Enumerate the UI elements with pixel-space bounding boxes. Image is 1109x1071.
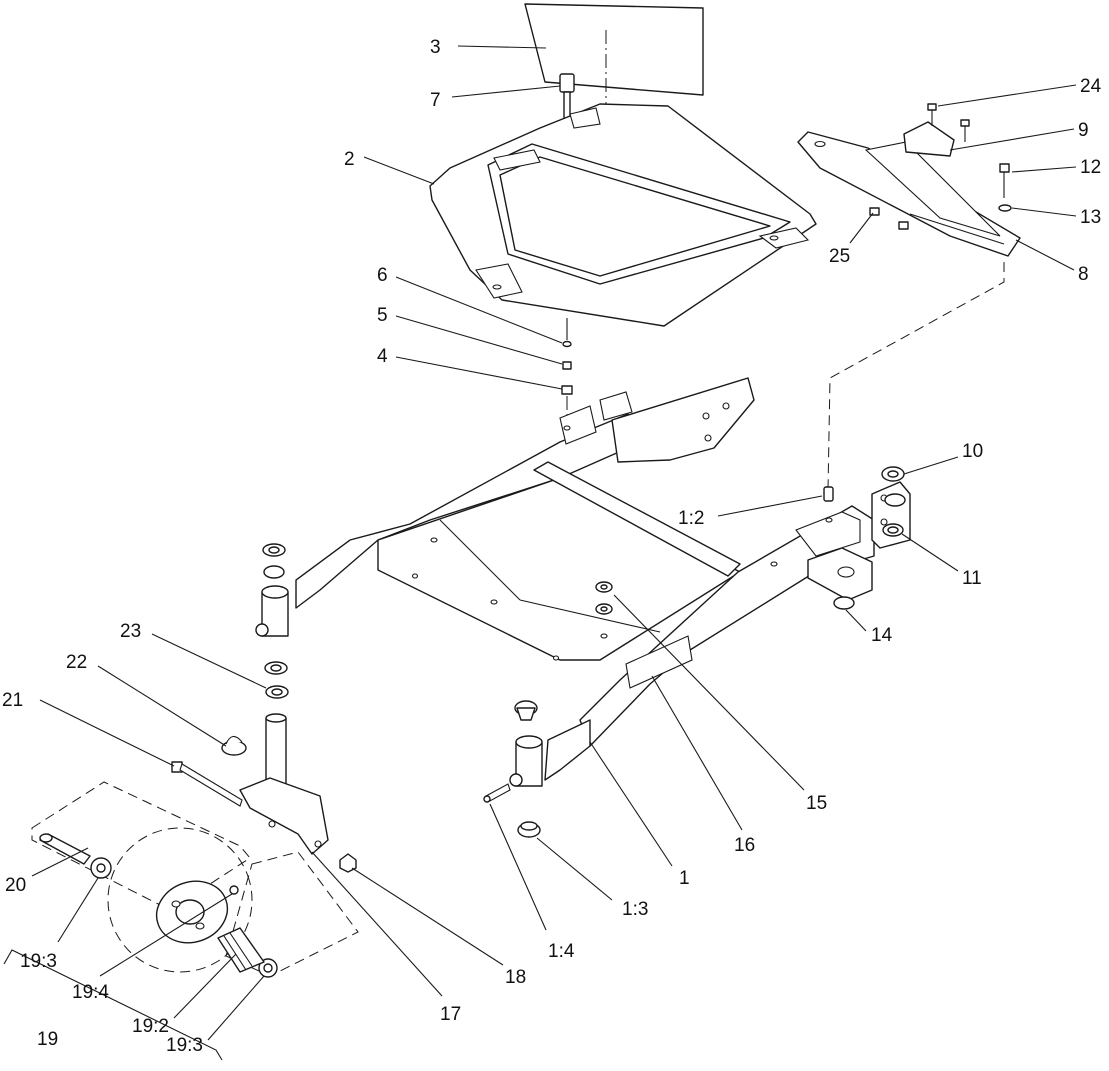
pin-part-22: [221, 735, 247, 756]
decal-part-3: [524, 3, 704, 96]
callout-3: 3: [430, 37, 441, 58]
callout-10: 10: [962, 441, 983, 462]
callout-17: 17: [440, 1004, 461, 1025]
bushing-part-11: [882, 523, 904, 537]
wheel-assembly-part-19: [107, 827, 253, 973]
callout-1-2: 1:2: [678, 508, 704, 529]
callout-labels: 3 7 2 6 5 4 24 9 12 13 8 25 10 11 14 1:2…: [2, 37, 1102, 1056]
front-caster-housing: [509, 700, 543, 787]
callout-8: 8: [1078, 264, 1089, 285]
fitting-part-19-4: [229, 885, 239, 895]
callout-19-3-lower: 19:3: [166, 1035, 203, 1056]
callout-25: 25: [829, 246, 850, 267]
bushing-part-1-2: [823, 486, 834, 523]
bearing-part-19-3-lower: [258, 958, 278, 978]
callout-20: 20: [5, 875, 26, 896]
tube-part-19-2: [217, 927, 265, 973]
alignment-line-bracket: [827, 262, 1005, 491]
bracket-part-8: [797, 131, 1021, 257]
cover-part-9: [903, 121, 955, 157]
main-frame-part-1: [295, 377, 911, 781]
callout-1: 1: [679, 868, 690, 889]
leader-lines: [31, 45, 1077, 1041]
callout-2: 2: [344, 149, 355, 170]
bolt-part-12: [999, 163, 1010, 198]
callout-19-4: 19:4: [72, 982, 109, 1003]
callout-13: 13: [1080, 207, 1101, 228]
callout-5: 5: [377, 305, 388, 326]
floor-plate-part-2: [429, 103, 817, 327]
callout-14: 14: [871, 625, 893, 646]
washers-part-23: [264, 661, 289, 699]
bearing-part-19-3-upper: [90, 857, 112, 879]
callout-19-3-upper: 19:3: [20, 951, 57, 972]
washer-part-13: [998, 204, 1012, 212]
bolt-part-21: [171, 761, 243, 807]
callout-16: 16: [734, 835, 755, 856]
group-bracket-19: [3, 949, 223, 1061]
callout-15: 15: [806, 793, 827, 814]
grease-fitting-part-1-4: [483, 783, 511, 803]
decal-part-16: [625, 635, 693, 689]
callout-9: 9: [1078, 120, 1089, 141]
bushing-part-1-3: [517, 821, 541, 838]
callout-23: 23: [120, 621, 141, 642]
washers-part-15: [595, 581, 613, 615]
callout-7: 7: [430, 90, 441, 111]
callout-11: 11: [962, 568, 982, 589]
callout-22: 22: [66, 652, 87, 673]
guide-box-upper: [31, 781, 251, 911]
fork-part-17: [239, 713, 329, 855]
callout-1-4: 1:4: [548, 941, 575, 962]
callout-12: 12: [1080, 157, 1101, 178]
callout-1-3: 1:3: [622, 899, 648, 920]
callout-18: 18: [505, 967, 526, 988]
callout-4: 4: [377, 346, 388, 367]
nut-part-18: [339, 853, 357, 873]
callout-19: 19: [37, 1029, 58, 1050]
spacer-part-20: [39, 833, 91, 865]
callout-19-2: 19:2: [132, 1016, 169, 1037]
bushings-part-10: [881, 466, 906, 507]
left-caster-housing: [255, 543, 289, 637]
callout-6: 6: [377, 265, 388, 286]
clip-part-14: [833, 596, 855, 610]
nuts-part-25: [869, 207, 909, 230]
callout-24: 24: [1080, 76, 1102, 97]
screws-part-24: [927, 103, 970, 142]
callout-21: 21: [2, 690, 23, 711]
